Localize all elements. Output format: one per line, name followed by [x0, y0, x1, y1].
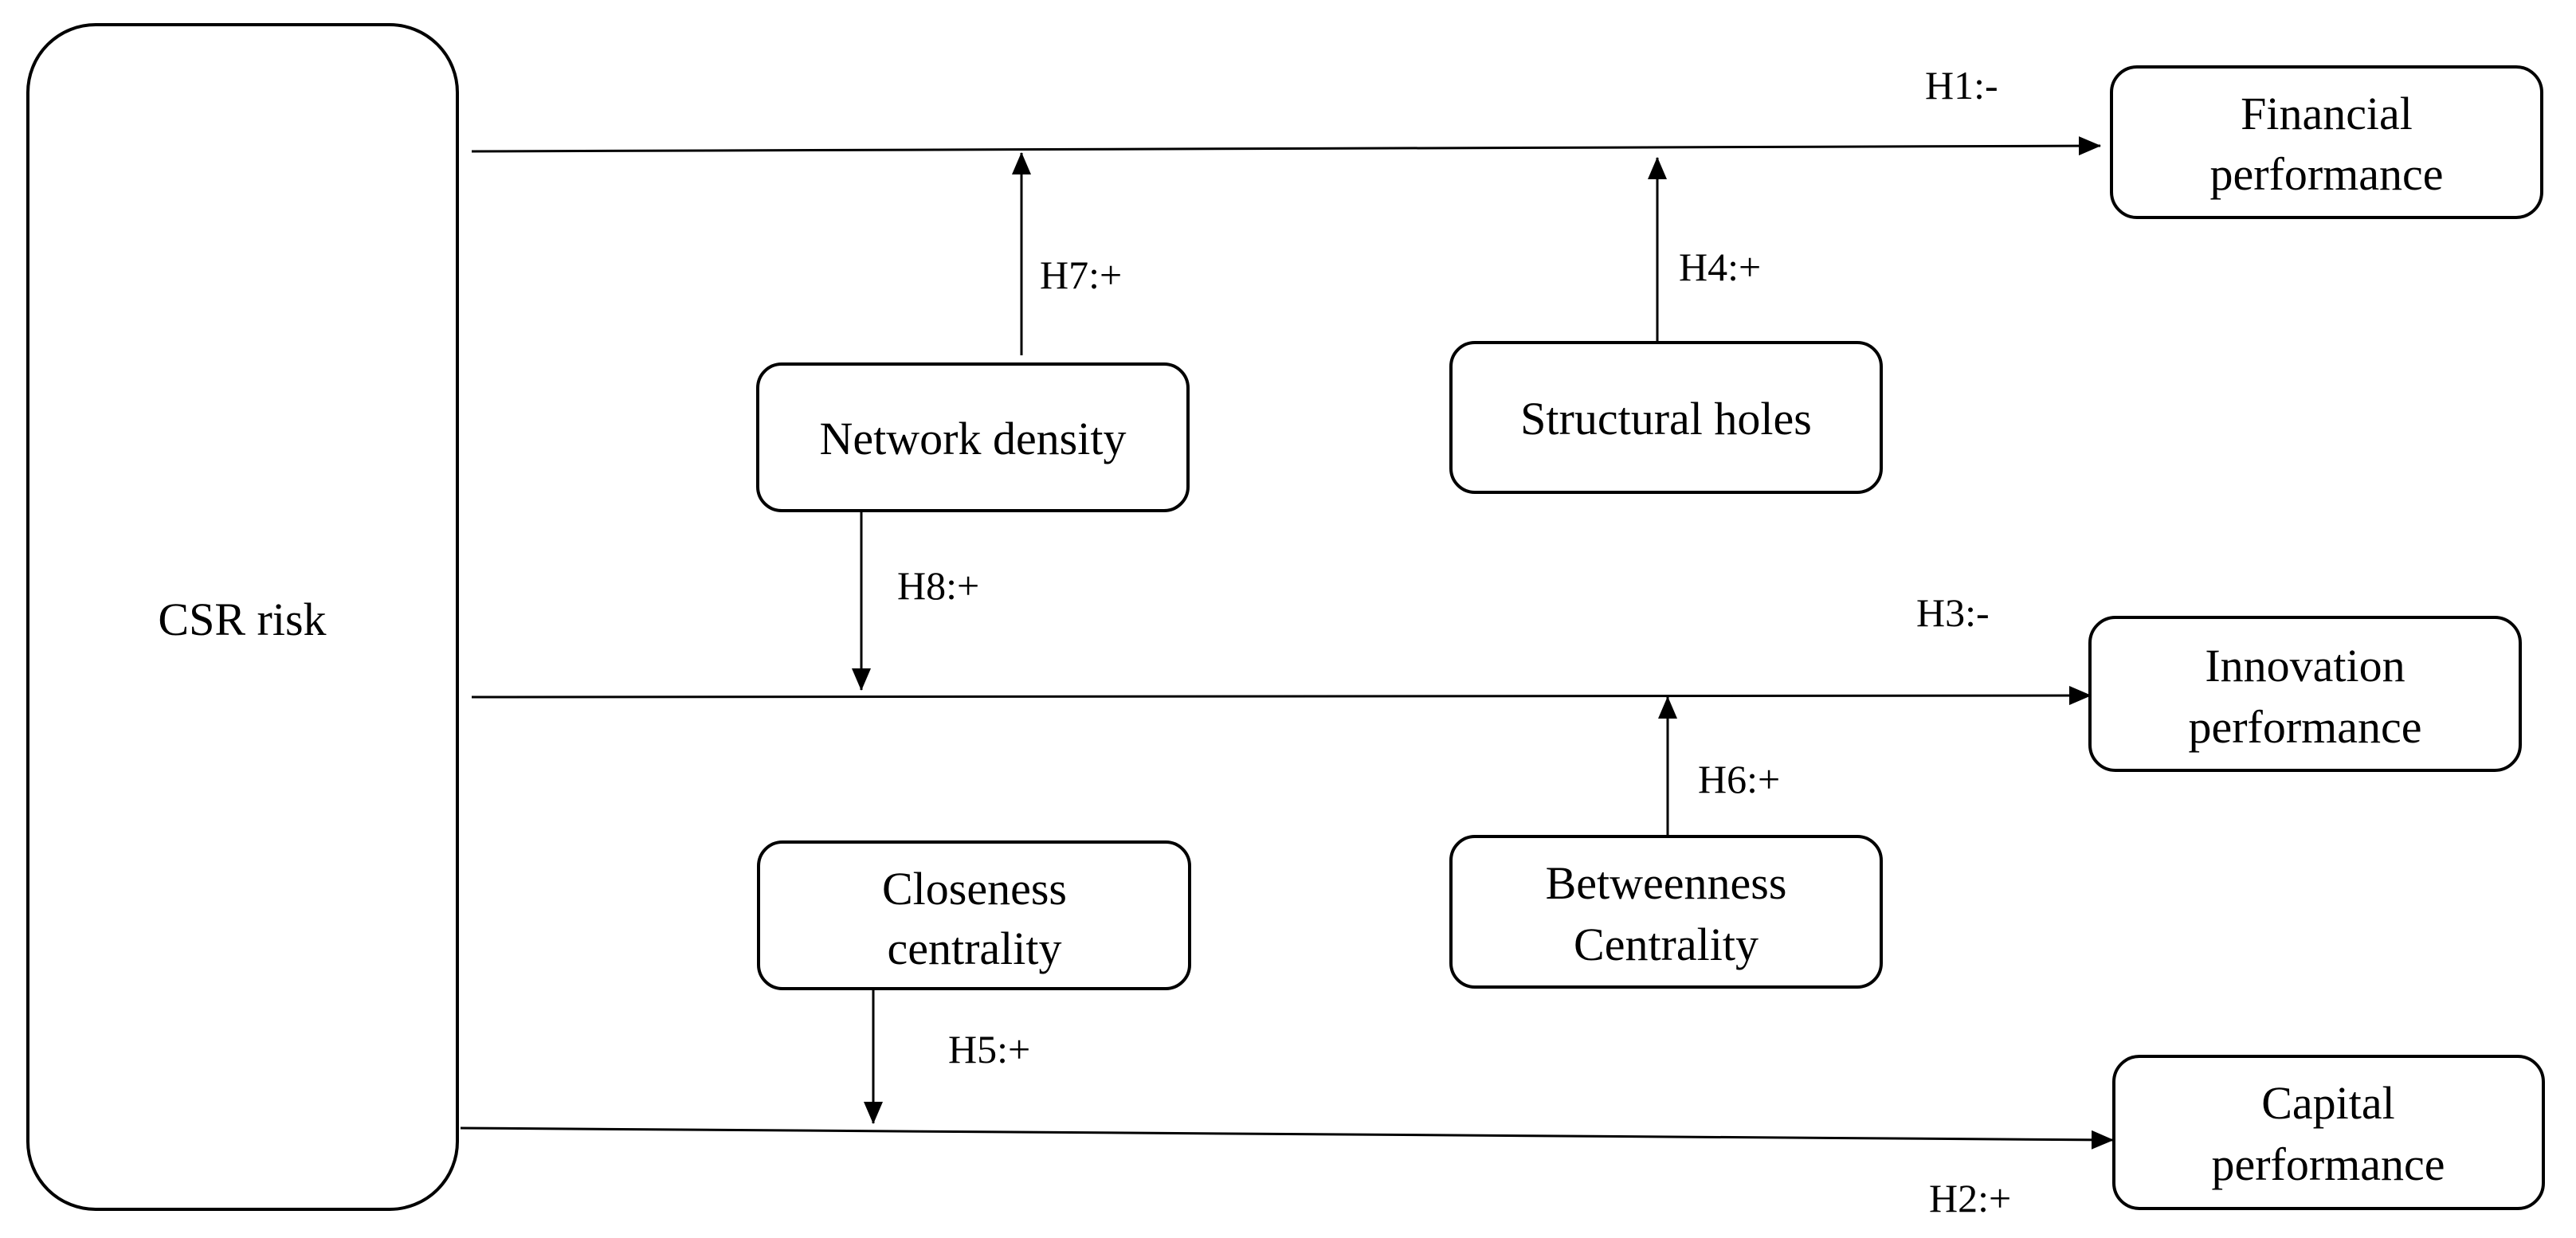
edge-csr-to-capital	[460, 1126, 2114, 1150]
node-label: Structural holes	[1520, 393, 1812, 445]
node-label: CSR risk	[158, 594, 326, 645]
node-label-line-2: performance	[2188, 701, 2421, 753]
edge-csr-to-financial	[471, 136, 2101, 156]
hypothesis-label-h4: H4:+	[1679, 245, 1761, 289]
edges	[460, 136, 2114, 1150]
node-closeness-centrality: Closeness centrality	[757, 840, 1191, 990]
node-label-line-2: centrality	[887, 923, 1061, 974]
hypothesis-label-h2: H2:+	[1929, 1176, 2011, 1220]
node-structural-holes: Structural holes	[1449, 341, 1883, 494]
node-label-line-1: Betweenness	[1546, 857, 1787, 909]
node-financial-performance: Financial performance	[2110, 65, 2543, 219]
node-betweenness-centrality: Betweenness Centrality	[1449, 835, 1883, 989]
edge-csr-to-innovation	[471, 686, 2092, 706]
hypothesis-label-h3: H3:-	[1916, 590, 1990, 635]
node-label-line-1: Capital	[2261, 1077, 2395, 1129]
node-label-line-1: Closeness	[882, 863, 1067, 915]
hypothesis-labels: H1:- H7:+ H4:+ H8:+ H3:- H6:+ H5:+ H2:+	[897, 63, 2011, 1220]
node-label-line-2: performance	[2209, 148, 2443, 200]
hypothesis-label-h8: H8:+	[897, 563, 979, 608]
node-label-line-2: Centrality	[1574, 919, 1759, 970]
node-csr-risk: CSR risk	[26, 23, 459, 1211]
node-innovation-performance: Innovation performance	[2088, 616, 2522, 772]
node-capital-performance: Capital performance	[2112, 1055, 2545, 1210]
node-label-line-1: Financial	[2241, 88, 2413, 139]
node-label: Network density	[820, 413, 1127, 464]
node-label-line-2: performance	[2211, 1138, 2445, 1190]
hypothesis-label-h6: H6:+	[1698, 757, 1780, 801]
hypothesis-label-h1: H1:-	[1925, 63, 1998, 108]
hypothesis-label-h7: H7:+	[1040, 253, 1122, 297]
node-label-line-1: Innovation	[2205, 640, 2405, 691]
hypothesis-label-h5: H5:+	[948, 1027, 1030, 1071]
node-network-density: Network density	[756, 362, 1190, 512]
